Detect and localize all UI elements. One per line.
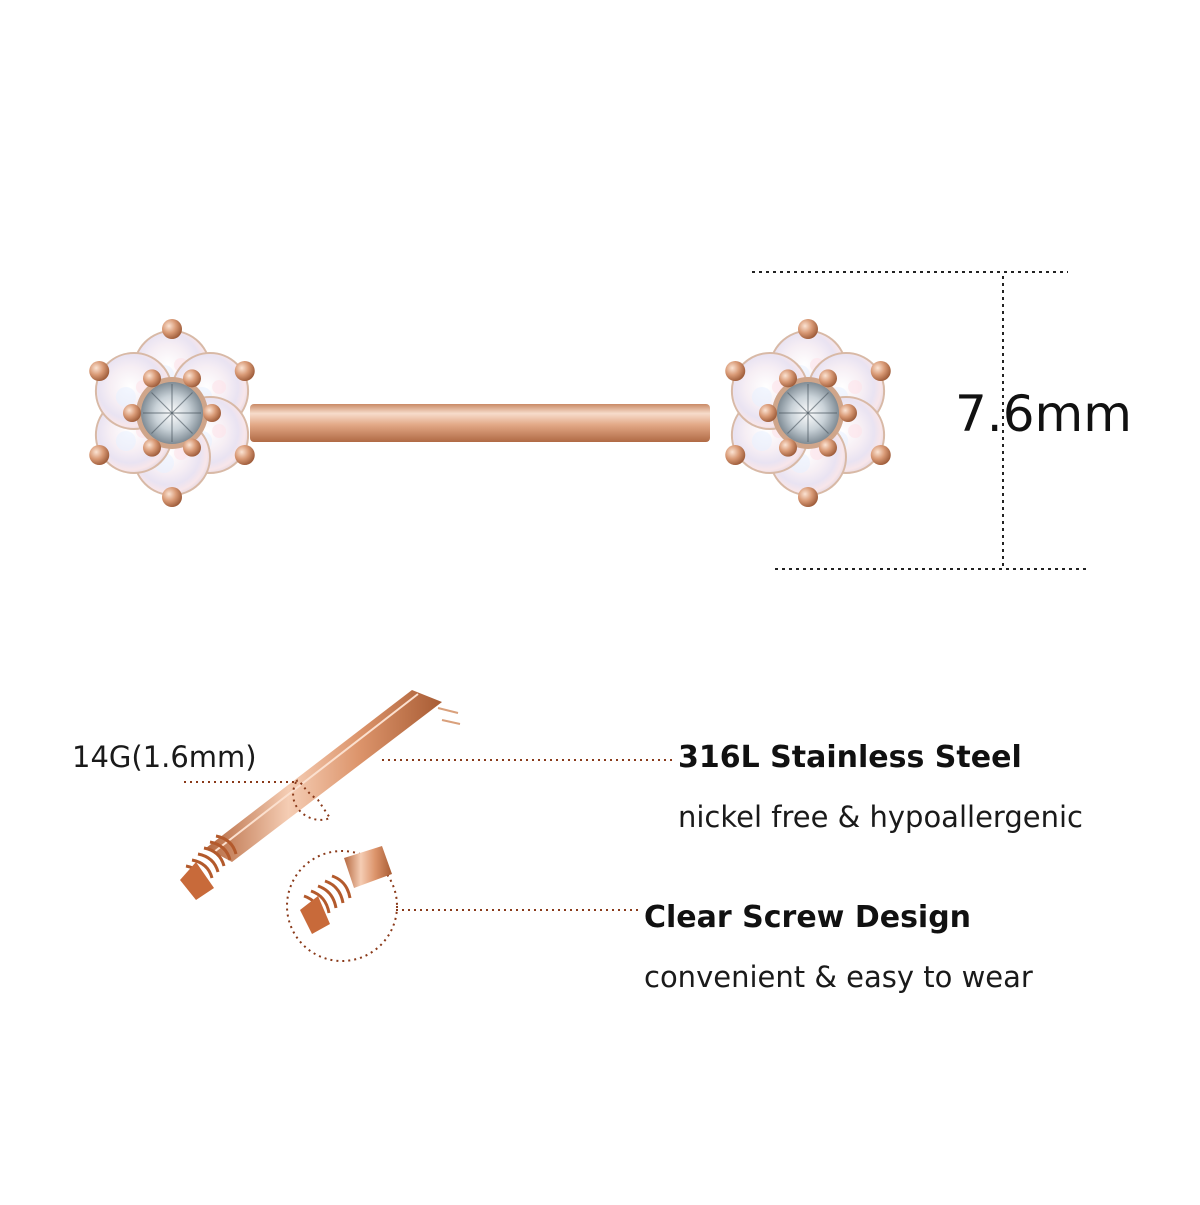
barbell-shaft <box>250 404 710 442</box>
feature-screw-subtitle: convenient & easy to wear <box>644 960 1033 994</box>
dimension-label: 7.6mm <box>955 385 1132 443</box>
feature-material-title: 316L Stainless Steel <box>678 740 1022 775</box>
magnifier-circle <box>286 846 398 962</box>
feature-material-subtitle: nickel free & hypoallergenic <box>678 800 1083 834</box>
threaded-bar-end <box>180 690 461 900</box>
dimension-guides <box>752 271 1088 570</box>
gauge-label: 14G(1.6mm) <box>72 740 257 774</box>
flower-opal-end-left <box>89 319 255 507</box>
flower-opal-end-right <box>725 319 891 507</box>
callout-lines <box>184 759 676 911</box>
feature-screw-title: Clear Screw Design <box>644 900 972 935</box>
